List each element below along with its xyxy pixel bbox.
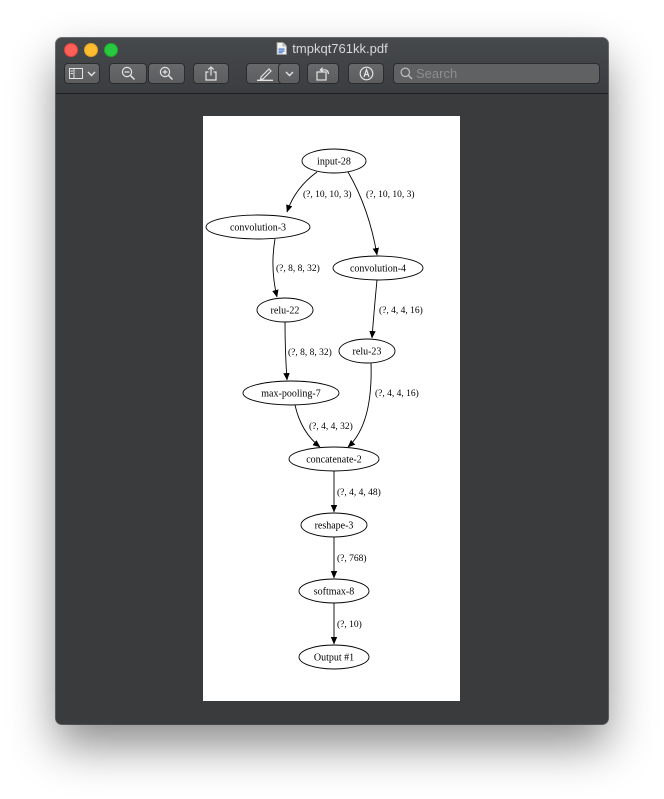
edge-relu22-maxpool7 xyxy=(283,321,290,381)
edge-relu23-concat2 xyxy=(347,362,372,448)
close-window-button[interactable] xyxy=(64,43,78,57)
edge-conv4-relu23 xyxy=(369,279,378,339)
search-icon xyxy=(400,67,413,80)
window-title-area: tmpkqt761kk.pdf xyxy=(56,40,608,58)
edge-label: (?, 4, 4, 16) xyxy=(379,305,423,316)
node-label: convolution-4 xyxy=(350,263,406,274)
node-label: softmax-8 xyxy=(314,586,355,597)
edge-label: (?, 4, 4, 16) xyxy=(375,388,419,399)
search-input[interactable] xyxy=(416,65,596,82)
node-reshape3 xyxy=(300,512,368,538)
preview-window: tmpkqt761kk.pdf xyxy=(56,38,608,724)
edge-label: (?, 10) xyxy=(337,619,362,630)
zoom-out-button[interactable] xyxy=(109,63,147,84)
sidebar-menu-button[interactable] xyxy=(64,63,100,84)
edge-input28-conv3 xyxy=(286,171,318,213)
edge-label: (?, 4, 4, 32) xyxy=(309,421,353,432)
zoom-in-icon xyxy=(159,66,174,81)
markup-icon xyxy=(359,66,373,81)
node-label: convolution-3 xyxy=(230,222,286,233)
node-label: reshape-3 xyxy=(315,520,354,531)
edge-label: (?, 8, 8, 32) xyxy=(276,263,320,274)
edge-label: (?, 8, 8, 32) xyxy=(288,347,332,358)
node-softmax8 xyxy=(298,578,370,604)
zoom-in-button[interactable] xyxy=(148,63,185,84)
node-conv3 xyxy=(205,214,311,240)
highlight-pen-icon xyxy=(257,67,273,81)
edge-label: (?, 768) xyxy=(337,553,367,564)
chevron-down-icon xyxy=(87,71,95,76)
minimize-window-button[interactable] xyxy=(84,43,98,57)
node-relu23 xyxy=(338,338,396,364)
edge-maxpool7-concat2 xyxy=(294,404,321,448)
pdf-document-icon xyxy=(276,42,288,55)
zoom-window-button[interactable] xyxy=(104,43,118,57)
node-label: concatenate-2 xyxy=(306,454,362,465)
node-relu22 xyxy=(256,297,314,323)
rotate-icon xyxy=(316,67,330,81)
highlight-button[interactable] xyxy=(246,63,284,84)
edge-label: (?, 4, 4, 48) xyxy=(337,487,381,498)
edge-conv3-relu22 xyxy=(272,238,279,298)
node-label: relu-23 xyxy=(353,346,382,357)
document-view[interactable]: (?, 10, 10, 3) (?, 10, 10, 3) (?, 8, 8, 32… xyxy=(56,94,608,724)
edge-input28-conv4 xyxy=(347,171,379,256)
node-label: max-pooling-7 xyxy=(261,388,320,399)
pdf-page: (?, 10, 10, 3) (?, 10, 10, 3) (?, 8, 8, 32… xyxy=(203,116,460,701)
highlight-options-button[interactable] xyxy=(278,63,300,84)
node-conv4 xyxy=(332,255,424,281)
sidebar-icon xyxy=(68,68,83,79)
markup-toolbar-button[interactable] xyxy=(348,63,384,84)
node-input28 xyxy=(301,148,367,174)
edge-label: (?, 10, 10, 3) xyxy=(366,189,415,200)
search-field[interactable] xyxy=(393,63,600,84)
zoom-out-icon xyxy=(121,66,135,81)
rotate-button[interactable] xyxy=(307,63,339,84)
share-button[interactable] xyxy=(193,63,229,84)
title-bar: tmpkqt761kk.pdf xyxy=(56,38,608,94)
window-title: tmpkqt761kk.pdf xyxy=(292,41,388,56)
node-output1 xyxy=(298,644,370,670)
chevron-down-icon xyxy=(285,71,293,76)
model-graph: (?, 10, 10, 3) (?, 10, 10, 3) (?, 8, 8, 32… xyxy=(205,148,424,670)
node-label: input-28 xyxy=(317,156,351,167)
node-maxpool7 xyxy=(242,380,340,406)
node-concat2 xyxy=(288,446,380,472)
node-label: relu-22 xyxy=(271,305,300,316)
edge-label: (?, 10, 10, 3) xyxy=(303,189,352,200)
share-icon xyxy=(205,66,217,81)
node-label: Output #1 xyxy=(314,652,354,663)
